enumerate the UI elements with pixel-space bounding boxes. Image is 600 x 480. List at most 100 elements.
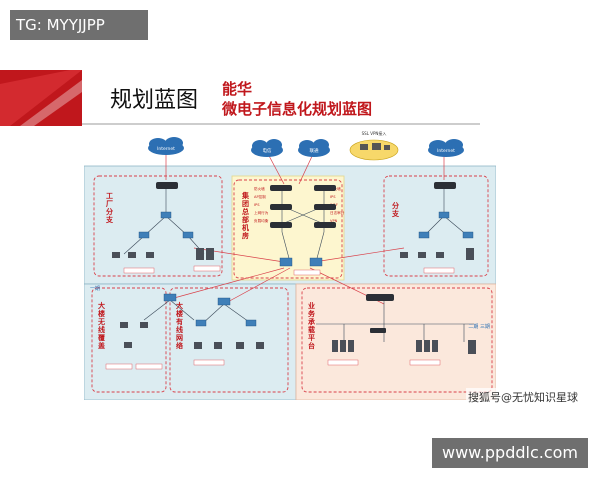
ap-icon (120, 322, 128, 328)
label-char: 平 (308, 334, 315, 342)
label-phase-right: 二期 三期 (468, 324, 490, 330)
tg-label: TG: MYYJJPP (10, 10, 148, 40)
hq-device-right-4: VPN (330, 219, 338, 223)
zone-building-wired (169, 287, 289, 393)
camera-icon (436, 252, 444, 258)
label-char: 支 (391, 209, 400, 218)
switch-icon (217, 297, 231, 306)
label-char: 载 (308, 325, 315, 334)
label-service-platform: 业 务 承 载 平 台 (308, 301, 317, 350)
network-devices (156, 182, 456, 333)
zone-branch (383, 175, 489, 277)
label-char: 集 (241, 191, 250, 200)
hq-device-left-0: 防火墙 (254, 186, 265, 191)
cloud-label: Internet (157, 146, 175, 152)
router-device (314, 204, 336, 210)
label-char: 络 (176, 341, 183, 350)
label-char: 支 (105, 215, 114, 224)
hq-device-right-1: IPS (330, 195, 336, 199)
cloud-label: 联通 (310, 147, 319, 154)
label-char: 楼 (176, 309, 183, 318)
label-char: 业 (308, 301, 315, 310)
storage-device (370, 328, 386, 333)
region-bottom-left-blue (84, 283, 297, 400)
label-branch: 分 支 (391, 201, 401, 218)
label-char: 网 (176, 334, 183, 342)
zone-factory-branch (93, 175, 223, 277)
label-char: 楼 (98, 309, 105, 318)
ap-icon (140, 322, 148, 328)
cloud-label: Internet (437, 148, 455, 154)
clouds: Internet 电信 联通 Internet (148, 137, 464, 157)
label-char: 有 (176, 317, 183, 326)
pc-icon (214, 342, 222, 349)
label-char: 承 (308, 317, 315, 326)
switch-icon (163, 293, 177, 302)
camera-icon (146, 252, 154, 258)
zone-service-platform (301, 287, 493, 393)
telecom-cloud: 电信 (251, 139, 283, 157)
internet-cloud-left: Internet (148, 137, 184, 155)
firewall-device (156, 182, 178, 189)
label-char: 房 (242, 231, 249, 240)
label-factory-branch: 工 厂 分 支 (105, 192, 115, 224)
label-char: 团 (242, 199, 249, 208)
label-char: 无 (97, 318, 105, 326)
label-building-wireless: 大 楼 无 线 覆 盖 (97, 301, 107, 350)
switch-icon (418, 231, 430, 239)
zone-group-hq (233, 179, 343, 279)
label-phase-left: 一期 (90, 286, 100, 292)
label-char: 盖 (98, 341, 105, 350)
laptop-icon (124, 342, 132, 348)
sohu-watermark: 搜狐号@无忧知识星球 (466, 388, 580, 406)
switch-icon (160, 211, 172, 219)
region-bottom-right-peach (295, 283, 496, 400)
server-icon (466, 248, 474, 260)
slide-subtitle-plan: 微电子信息化规划蓝图 (222, 100, 373, 118)
label-char: 务 (308, 309, 316, 318)
label-char: 台 (308, 341, 315, 350)
switch-icon (245, 319, 257, 327)
switch-icon (138, 231, 150, 239)
annotation-boxes (105, 265, 455, 370)
phone-icon (128, 252, 136, 258)
hq-device-right-3: 日志审计 (330, 210, 345, 215)
storage-icon (468, 340, 476, 354)
hq-device-left-1: AP控制 (254, 194, 266, 199)
firewall-device (270, 185, 292, 191)
firewall-device (434, 182, 456, 189)
label-char: 分 (392, 201, 399, 210)
router-device (270, 204, 292, 210)
switch-icon (462, 231, 474, 239)
server-icon (206, 248, 214, 260)
slide-title: 规划蓝图 (110, 88, 199, 113)
phone-icon (256, 342, 264, 349)
label-char: 工 (106, 192, 113, 200)
end-devices (112, 248, 476, 354)
label-char: 总 (242, 207, 249, 216)
core-router-device (366, 294, 394, 301)
red-band-highlight (20, 80, 82, 126)
switch-icon (182, 231, 194, 239)
label-building-wired: 大 楼 有 线 网 络 (176, 301, 185, 350)
red-band-stripe (0, 70, 82, 126)
server-icon (432, 340, 438, 352)
zone-building-wireless (91, 287, 167, 393)
firewall-device (314, 185, 336, 191)
switches (138, 211, 474, 327)
label-char: 覆 (98, 333, 106, 342)
label-char: 机 (242, 223, 249, 232)
phone-icon (418, 252, 426, 258)
server-icon (332, 340, 338, 352)
slide-subtitle-company: 能华 (222, 80, 253, 98)
cloud-label: 电信 (263, 147, 272, 154)
switch-icon (195, 319, 207, 327)
label-group-hq: 集 团 总 部 机 房 (241, 191, 251, 240)
pc-icon (194, 342, 202, 349)
header-band (0, 70, 480, 126)
vpn-users: SSL VPN接入 (349, 130, 399, 161)
server-icon (348, 340, 354, 352)
hq-device-left-3: 上网行为 (254, 210, 269, 215)
core-switch-icon (279, 257, 293, 267)
vpn-label: SSL VPN接入 (362, 130, 387, 136)
